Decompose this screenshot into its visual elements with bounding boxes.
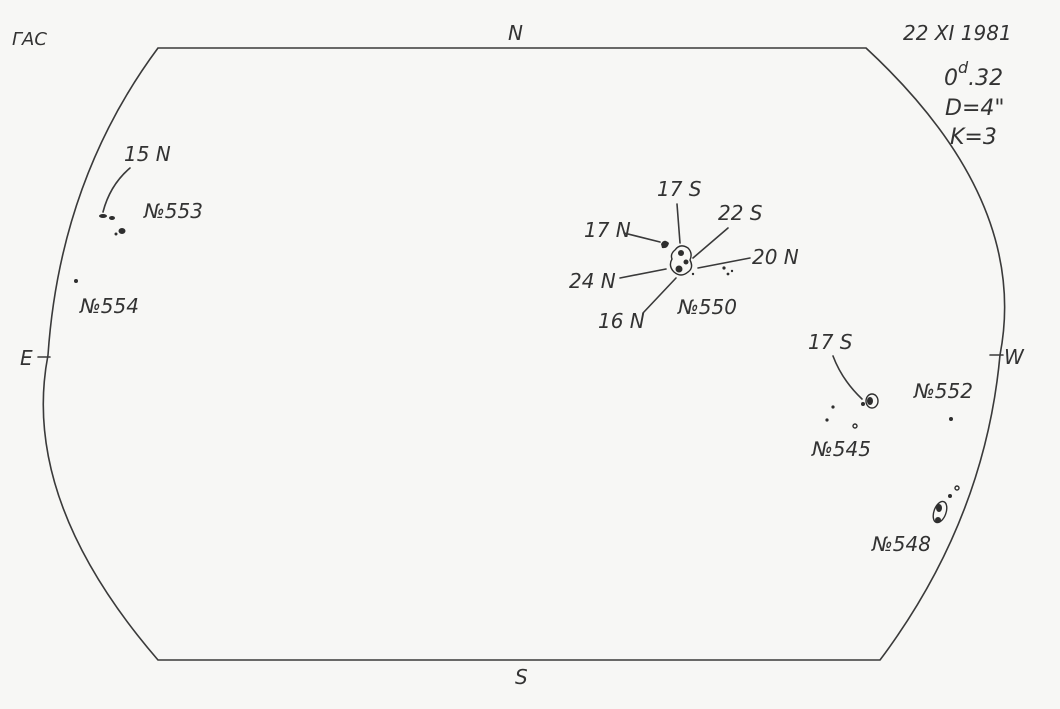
group-545-latitude: 17 S: [808, 330, 853, 354]
south-label: S: [515, 665, 528, 689]
penumbra: [669, 245, 693, 276]
leader-17n: [623, 232, 661, 243]
diameter-label: D=4": [945, 96, 1005, 121]
spot: [678, 250, 684, 256]
group-545-number: №545: [811, 437, 871, 461]
spot: [99, 214, 107, 218]
penumbra: [865, 393, 879, 409]
group-550-lat-20n: 20 N: [752, 245, 799, 269]
group-550-number: №550: [677, 295, 737, 319]
spot: [831, 405, 835, 409]
north-label: N: [508, 21, 523, 45]
spot: [726, 272, 730, 276]
leader-16n: [642, 277, 677, 314]
group-554-number: №554: [79, 294, 139, 318]
west-label: W: [1004, 345, 1025, 369]
group-554: №554: [74, 279, 139, 318]
spot: [661, 240, 669, 249]
group-545-leader: [832, 355, 863, 400]
spot: [114, 232, 118, 236]
time-label: 0d.32: [944, 58, 1003, 91]
group-553-latitude: 15 N: [124, 142, 171, 166]
date-label: 22 XI 1981: [903, 21, 1012, 45]
spot: [867, 397, 873, 405]
group-550-lat-16n: 16 N: [598, 309, 645, 333]
group-548: №548: [871, 485, 960, 556]
group-545: 17 S №545: [808, 330, 879, 461]
leader-20n: [697, 257, 751, 269]
leader-17s: [676, 203, 681, 244]
group-552-number: №552: [913, 379, 973, 403]
spot: [949, 417, 953, 421]
spot: [948, 494, 952, 498]
spot: [109, 216, 115, 220]
spot: [935, 517, 941, 523]
leader-24n: [619, 268, 667, 279]
group-553: 15 N №553: [99, 142, 203, 236]
group-550-lat-17n: 17 N: [584, 218, 631, 242]
spot: [730, 269, 734, 273]
spot: [691, 272, 695, 276]
spot: [675, 265, 683, 273]
group-552: №552: [913, 379, 973, 421]
group-550: 17 S 22 S 17 N 20 N 24 N 16 N №550: [569, 177, 799, 333]
spot: [722, 266, 726, 270]
group-550-lat-17s: 17 S: [657, 177, 702, 201]
group-550-lat-22s: 22 S: [718, 201, 763, 225]
spot: [852, 423, 858, 429]
spot: [954, 485, 960, 491]
observatory-label: ГАС: [12, 29, 47, 50]
spot: [936, 504, 942, 512]
group-553-leader: [102, 167, 131, 213]
group-553-number: №553: [143, 199, 203, 223]
spot: [118, 228, 126, 234]
spot: [825, 418, 829, 422]
east-label: E: [20, 346, 33, 370]
spot: [861, 402, 865, 406]
k-label: K=3: [950, 125, 997, 150]
group-548-number: №548: [871, 532, 931, 556]
leader-22s: [692, 227, 729, 259]
spot: [683, 259, 689, 265]
spot: [74, 279, 78, 283]
group-550-lat-24n: 24 N: [569, 269, 616, 293]
solar-disk-outline: [42, 47, 1006, 661]
